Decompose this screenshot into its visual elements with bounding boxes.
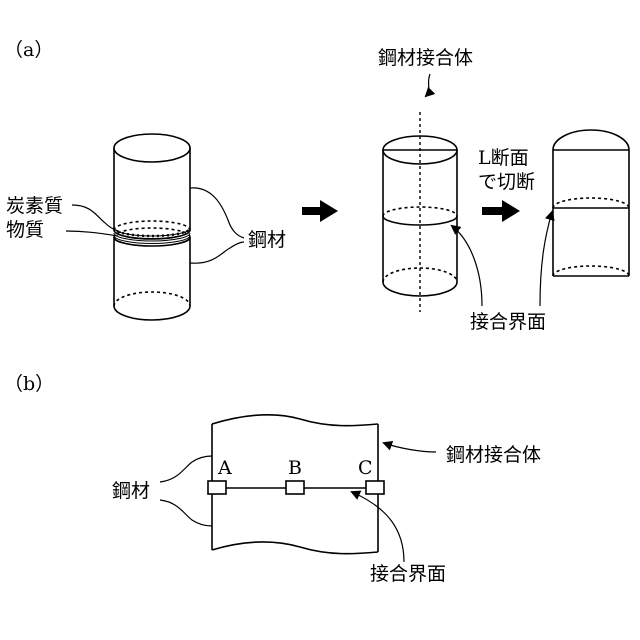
process-arrow-1 (302, 200, 338, 222)
joined-body-leader-a (426, 74, 430, 96)
carbon-material-label-line1: 炭素質 (6, 195, 63, 217)
carbon-material-leader-2 (66, 231, 118, 236)
steel-leader-upper (190, 188, 244, 238)
joined-body-label-b: 鋼材接合体 (446, 444, 541, 466)
steel-label-b: 鋼材 (112, 480, 150, 502)
joined-body-label-a: 鋼材接合体 (378, 47, 473, 69)
carbon-material-leader-1 (72, 205, 118, 231)
measurement-box-c (366, 481, 384, 494)
cut-label-line1: L断面 (478, 147, 529, 169)
measurement-box-b (286, 481, 304, 494)
carbon-material-label-line2: 物質 (6, 219, 44, 241)
cut-cross-section (553, 130, 629, 276)
steel-label-a: 鋼材 (248, 229, 286, 251)
point-label-b: B (288, 457, 302, 479)
panel-a-label: （a） (4, 39, 53, 61)
steel-cylinders-before-joining (114, 134, 190, 320)
interface-label-a: 接合界面 (470, 311, 546, 333)
process-arrow-2 (482, 200, 520, 222)
steel-leader-lower (190, 242, 244, 263)
steel-leader-b-upper (160, 456, 212, 482)
cut-label-line2: で切断 (478, 171, 535, 193)
bottom-cylinder-bottom-rim (114, 306, 190, 320)
interface-leader-a-right (540, 212, 552, 306)
joined-body-leader-b (384, 443, 436, 452)
panel-b-label: （b） (4, 373, 54, 395)
top-cylinder-top-face (114, 134, 190, 162)
point-label-a: A (217, 457, 232, 479)
interface-label-b: 接合界面 (370, 563, 446, 585)
steel-leader-b-lower (160, 500, 212, 526)
point-label-c: C (358, 457, 373, 479)
measurement-box-a (208, 481, 226, 494)
